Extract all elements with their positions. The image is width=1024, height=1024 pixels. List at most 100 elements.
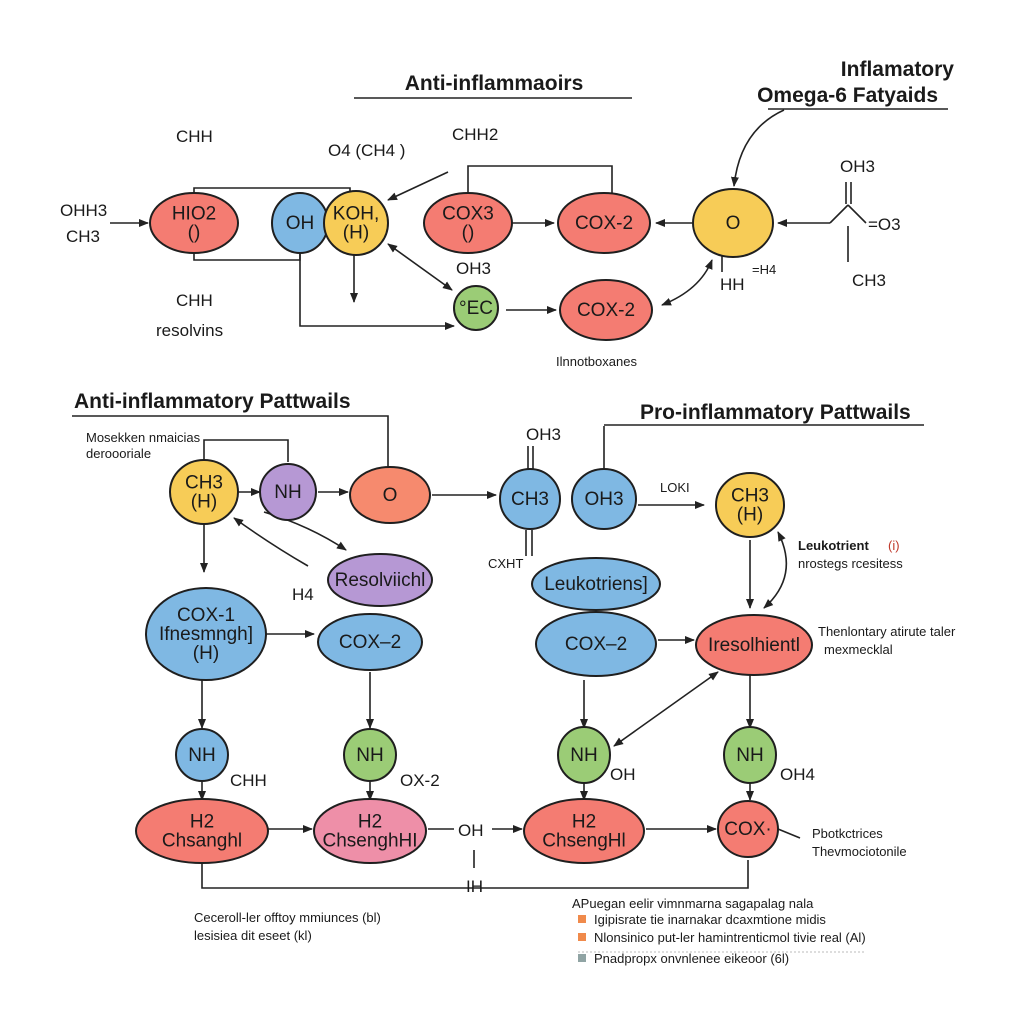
edge-heading-to-o [376, 415, 389, 472]
node-cox2-top-shape [557, 192, 651, 254]
node-ec-shape [453, 285, 499, 331]
node-cox-right: COX· [717, 800, 779, 858]
legend-item-2: Nlonsinico put-ler hamintrenticmol tivie… [594, 930, 866, 945]
node-nh-left-shape [259, 463, 317, 521]
label-chh2: CHH2 [452, 125, 498, 144]
node-cox2-lower: COX-2 [559, 279, 653, 341]
label-leukotrient: Leukotrient [798, 538, 869, 553]
node-oh3-right: OH3 [571, 468, 637, 530]
heading-anti-inflammatory-pathways: Anti-inflammatory Pattwails [74, 390, 351, 413]
label-h4: H4 [292, 585, 314, 604]
label-footnote-1: Ceceroll-ler offtoy mmiunces (bl) [194, 910, 381, 925]
edge-resol-nh1 [613, 671, 719, 747]
node-ch3-left: CH3(H) [169, 459, 239, 525]
node-resolvin-right-shape [695, 614, 813, 676]
node-cox-right-shape [717, 800, 779, 858]
heading-pro-inflammatory-pathways: Pro-inflammatory Pattwails [640, 401, 911, 424]
node-nh-right-2-label-1: NH [736, 745, 763, 766]
node-nh-right-2-shape [723, 726, 777, 784]
label-thromb-1: Thenlontary atirute taler [818, 624, 956, 639]
node-cox1-shape [145, 587, 267, 681]
node-h2o: HIO2() [149, 192, 239, 254]
node-cox3: COX3() [423, 192, 513, 254]
node-o-top-label-1: O [726, 213, 741, 234]
node-cox2-lower-shape [559, 279, 653, 341]
node-chseng-right-shape [523, 798, 645, 864]
label-chh-l: CHH [230, 771, 267, 790]
node-h2o-shape [149, 192, 239, 254]
label-oh-r: OH [610, 765, 636, 784]
node-oh: OH [271, 192, 329, 254]
heading-inflammatory-omega6-1: Inflamatory [841, 58, 955, 81]
node-cox2-left-shape [317, 613, 423, 671]
edge-loop-top-left [193, 187, 351, 194]
node-o-left-label-1: O [383, 485, 398, 506]
node-resolvin-left: Resolviichl [327, 553, 433, 607]
node-nh-left-3: NH [343, 728, 397, 782]
legend-item-1: Igipisrate tie inarnakar dcaxmtione midi… [594, 912, 826, 927]
edge-cox3-to-koh [387, 171, 449, 201]
node-h2o-label-2: () [188, 223, 201, 244]
label-hh: HH [720, 275, 745, 294]
node-chsangh-1-shape [135, 798, 269, 864]
node-cox2-top-label-1: COX-2 [575, 213, 633, 234]
node-chsangh-1-label-2: Chsanghl [162, 831, 242, 852]
legend-swatch-2 [578, 933, 586, 941]
label-thromb-2: mexmecklal [824, 642, 893, 657]
node-resolvin-right: Iresolhientl [695, 614, 813, 676]
node-chsangh-1-label-1: H2 [190, 812, 214, 833]
node-ch3h-right: CH3(H) [715, 472, 785, 538]
label-pbot-2: Thevmociotonile [812, 844, 907, 859]
bond-o3-2 [847, 204, 867, 224]
edge-loop-top-left-b [193, 252, 301, 261]
node-o-left: O [349, 466, 431, 524]
node-o-left-shape [349, 466, 431, 524]
edge-cox-to-pbot [777, 828, 801, 839]
node-resolvin-right-label-1: Iresolhientl [708, 635, 800, 656]
label-ch3-left: CH3 [66, 227, 100, 246]
node-leukotriens-label-1: Leukotriens] [544, 574, 648, 595]
node-leukotriens-shape [531, 557, 661, 611]
label-footnote-2: lesisiea dit eseet (kl) [194, 928, 312, 943]
node-cox-right-label-1: COX· [724, 819, 772, 840]
label-moseken-2: deroooriale [86, 446, 151, 461]
label-chh-bottom: CHH [176, 291, 213, 310]
label-o4-ch4: O4 (CH4 ) [328, 141, 405, 160]
label-chh-top: CHH [176, 127, 213, 146]
heading-anti-inflammatory-top: Anti-inflammaoirs [405, 72, 584, 95]
label-lox: LOKI [660, 480, 690, 495]
legend-title: APuegan eelir vimnmarna sagapalag nala [572, 896, 814, 911]
node-ch3-right-label-1: CH3 [511, 489, 549, 510]
label-resolvins: resolvins [156, 321, 223, 340]
node-nh-right-1: NH [557, 726, 611, 784]
node-chseng-right-label-1: H2 [572, 812, 596, 833]
node-nh-left-2-shape [175, 728, 229, 782]
label-oh3-right: OH3 [840, 157, 875, 176]
edge-o-cox2b [661, 259, 713, 306]
node-koh-label-2: (H) [343, 223, 369, 244]
node-nh-left-2: NH [175, 728, 229, 782]
node-ch3h-right-shape [715, 472, 785, 538]
label-oh4: OH4 [780, 765, 815, 784]
node-chsangh-2-shape [313, 798, 427, 864]
node-nh-left-2-label-1: NH [188, 745, 215, 766]
node-nh-right-2: NH [723, 726, 777, 784]
node-koh-label-1: KOH, [333, 204, 379, 225]
edge-resol-ch3h [763, 531, 788, 609]
node-nh-left-label-1: NH [274, 482, 301, 503]
node-oh3-right-shape [571, 468, 637, 530]
node-ch3h-right-label-1: CH3 [731, 486, 769, 507]
node-cox3-label-2: () [462, 223, 475, 244]
node-nh-right-1-shape [557, 726, 611, 784]
label-leuko-2: nrostegs rcesitess [798, 556, 903, 571]
node-o-top: O [692, 188, 774, 258]
node-resolvin-left-label-1: Resolviichl [335, 570, 426, 591]
label-thromboxanes: Ilnnotboxanes [556, 354, 637, 369]
node-ch3-right: CH3 [499, 468, 561, 530]
label-moseken-1: Mosekken nmaicias [86, 430, 201, 445]
node-cox1-label-3: (H) [193, 643, 219, 664]
